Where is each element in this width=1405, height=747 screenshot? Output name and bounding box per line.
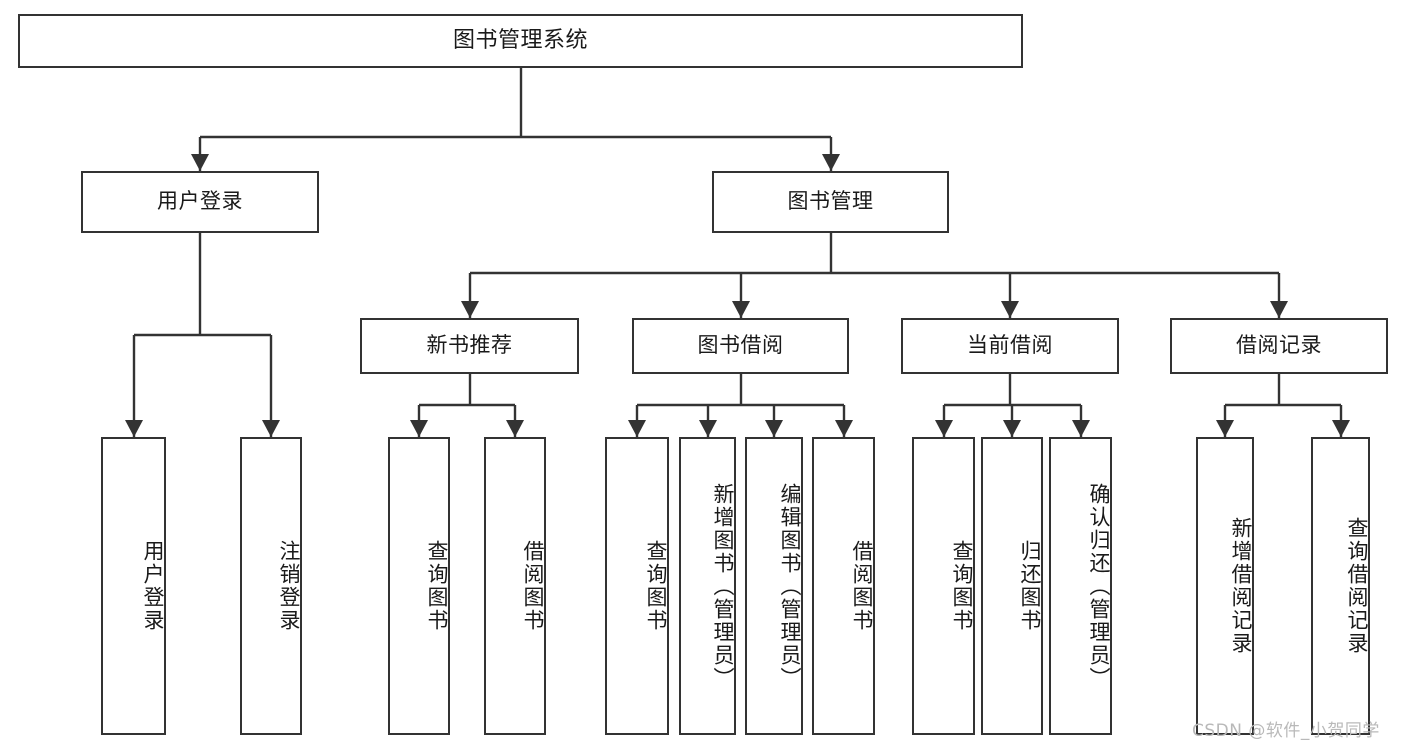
arrow-head-icon-leaf-br-query xyxy=(628,420,646,437)
arrow-head-icon-leaf-logout xyxy=(262,420,280,437)
node-leaf-rec-add-label: 新增借阅记录 xyxy=(1229,517,1253,655)
node-l3-records-label: 借阅记录 xyxy=(1236,333,1322,358)
node-leaf-cur-confirm[interactable]: 确认归还（管理员） xyxy=(1049,437,1112,735)
node-leaf-nb-borrow-label: 借阅图书 xyxy=(521,540,545,632)
arrow-head-icon-l3-current xyxy=(1001,301,1019,318)
node-leaf-br-add[interactable]: 新增图书（管理员） xyxy=(679,437,736,735)
node-leaf-rec-query-label: 查询借阅记录 xyxy=(1345,517,1369,655)
arrow-head-icon-leaf-cur-confirm xyxy=(1072,420,1090,437)
node-l3-current-label: 当前借阅 xyxy=(967,333,1053,358)
node-l3-new-books[interactable]: 新书推荐 xyxy=(360,318,579,374)
node-leaf-nb-query-label: 查询图书 xyxy=(425,540,449,632)
node-leaf-logout-label: 注销登录 xyxy=(277,540,301,632)
arrow-head-icon-l2-book-admin xyxy=(822,154,840,171)
node-leaf-user-login-label: 用户登录 xyxy=(141,540,165,632)
arrow-head-icon-leaf-br-add xyxy=(699,420,717,437)
node-l3-current[interactable]: 当前借阅 xyxy=(901,318,1119,374)
node-l2-book-admin-label: 图书管理 xyxy=(787,189,874,214)
node-root-label: 图书管理系统 xyxy=(452,27,588,53)
node-leaf-rec-add[interactable]: 新增借阅记录 xyxy=(1196,437,1254,735)
arrow-head-icon-leaf-cur-return xyxy=(1003,420,1021,437)
node-l3-borrow-label: 图书借阅 xyxy=(697,333,784,358)
arrow-head-icon-leaf-br-borrow xyxy=(835,420,853,437)
node-l3-new-books-label: 新书推荐 xyxy=(426,333,513,358)
node-l2-user-login[interactable]: 用户登录 xyxy=(81,171,319,233)
arrow-head-icon-leaf-br-edit xyxy=(765,420,783,437)
node-leaf-cur-confirm-label: 确认归还（管理员） xyxy=(1087,482,1111,690)
node-l3-records[interactable]: 借阅记录 xyxy=(1170,318,1388,374)
node-leaf-rec-query[interactable]: 查询借阅记录 xyxy=(1311,437,1370,735)
node-leaf-br-borrow[interactable]: 借阅图书 xyxy=(812,437,875,735)
arrow-head-icon-leaf-rec-add xyxy=(1216,420,1234,437)
node-l3-borrow[interactable]: 图书借阅 xyxy=(632,318,849,374)
node-l2-book-admin[interactable]: 图书管理 xyxy=(712,171,949,233)
node-l2-user-login-label: 用户登录 xyxy=(157,189,243,214)
node-leaf-nb-borrow[interactable]: 借阅图书 xyxy=(484,437,546,735)
node-leaf-cur-return[interactable]: 归还图书 xyxy=(981,437,1043,735)
node-leaf-cur-query-label: 查询图书 xyxy=(950,540,974,632)
arrow-head-icon-l2-user-login xyxy=(191,154,209,171)
arrow-head-icon-leaf-cur-query xyxy=(935,420,953,437)
node-leaf-br-query-label: 查询图书 xyxy=(644,540,668,632)
node-leaf-br-edit[interactable]: 编辑图书（管理员） xyxy=(745,437,803,735)
node-leaf-br-borrow-label: 借阅图书 xyxy=(850,540,874,632)
node-leaf-br-edit-label: 编辑图书（管理员） xyxy=(778,482,802,690)
node-leaf-cur-return-label: 归还图书 xyxy=(1018,540,1042,632)
arrow-head-icon-l3-new-books xyxy=(461,301,479,318)
arrow-head-icon-leaf-user-login xyxy=(125,420,143,437)
arrow-head-icon-leaf-rec-query xyxy=(1332,420,1350,437)
arrow-head-icon-l3-borrow xyxy=(732,301,750,318)
node-leaf-logout[interactable]: 注销登录 xyxy=(240,437,302,735)
node-root[interactable]: 图书管理系统 xyxy=(18,14,1023,68)
arrow-head-icon-l3-records xyxy=(1270,301,1288,318)
arrow-head-icon-leaf-nb-borrow xyxy=(506,420,524,437)
node-leaf-br-query[interactable]: 查询图书 xyxy=(605,437,669,735)
arrow-head-icon-leaf-nb-query xyxy=(410,420,428,437)
node-leaf-cur-query[interactable]: 查询图书 xyxy=(912,437,975,735)
node-leaf-user-login[interactable]: 用户登录 xyxy=(101,437,166,735)
node-leaf-nb-query[interactable]: 查询图书 xyxy=(388,437,450,735)
node-leaf-br-add-label: 新增图书（管理员） xyxy=(711,482,735,690)
